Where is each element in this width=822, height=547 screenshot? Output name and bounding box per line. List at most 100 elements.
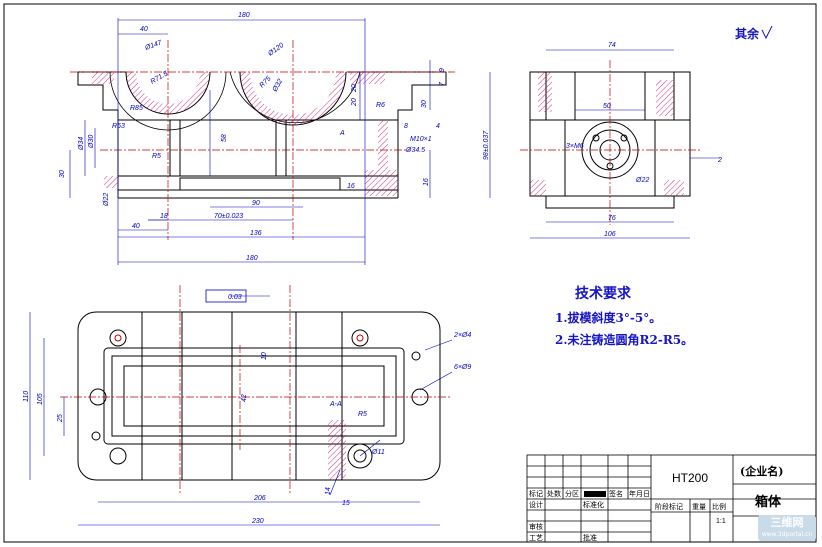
dim-text: 8 (404, 123, 408, 130)
tb-label: 重量 (692, 503, 706, 511)
tb-label: 年月日 (629, 489, 650, 498)
watermark-text: 三维网 (770, 516, 804, 529)
dim-text: 180 (238, 12, 250, 19)
dim-text: 10 (261, 352, 268, 360)
dim-text: 2 (717, 157, 722, 164)
dim-text: 110 (23, 391, 30, 402)
dim-text: 20 (351, 98, 358, 107)
parallelism-frame (205, 289, 247, 303)
side-centerlines (520, 60, 700, 225)
title-block-fill (584, 491, 606, 497)
dim-text: R5 (152, 153, 161, 160)
side-section-hatch (530, 72, 684, 196)
tb-label: 阶段标记 (655, 502, 683, 511)
tb-label: 分区 (565, 489, 579, 498)
drawing-border (3, 3, 817, 543)
dim-text: 206 (253, 495, 266, 502)
dim-text: Ø30 (88, 135, 95, 149)
company-name: (企业名) (740, 464, 783, 478)
side-dimension-lines (530, 49, 720, 239)
top-section-hatch (328, 420, 346, 480)
section-label: A-A (329, 401, 342, 408)
top-view (77, 311, 441, 481)
dim-text: R85 (130, 105, 143, 112)
scale: 1:1 (716, 518, 726, 525)
tb-label: 签名 (609, 489, 623, 498)
roughness-symbol (761, 25, 773, 40)
dim-text: 30 (421, 100, 428, 108)
dim-text: R75 (258, 75, 272, 89)
title-block (526, 454, 817, 543)
dim-text: Ø34.5 (405, 147, 425, 154)
dim-text: Ø32 (271, 78, 284, 94)
dim-text: 180 (246, 255, 258, 262)
dim-text: 0.03 (228, 294, 242, 301)
dim-text: 40 (140, 26, 148, 33)
dim-text: Ø147 (143, 39, 163, 52)
dim-text: 16 (423, 178, 430, 186)
dim-text: 90 (252, 200, 260, 207)
tb-label: 处数 (547, 489, 561, 498)
dim-text: 98±0.037 (483, 130, 490, 160)
front-centerlines (70, 40, 455, 240)
top-centerlines (60, 285, 450, 495)
dim-text: 7 (439, 81, 446, 86)
dim-text: Ø120 (266, 42, 285, 58)
side-dimension-text: 74 50 3×M6 Ø22 76 106 2 (566, 42, 722, 238)
dim-text: 42 (241, 394, 248, 402)
tb-label: 审核 (529, 522, 543, 531)
dim-text: 40 (132, 223, 140, 230)
dim-text: 76 (608, 215, 616, 222)
part-name: 箱体 (755, 494, 782, 510)
watermark-url: www.3dportal.cn (761, 531, 813, 538)
tb-label: 设计 (529, 500, 543, 509)
dim-text: 2×Ø4 (453, 332, 471, 339)
dim-text: 25 (57, 414, 64, 423)
tech-req-item: 1.拔模斜度3°-5°。 (555, 310, 661, 325)
tb-label: 比例 (712, 502, 726, 511)
dim-text: 58 (221, 134, 228, 142)
title-block-text: 标记 处数 分区 签名 年月日 设计 标准化 审核 工艺 批准 阶段标记 重量 … (529, 464, 783, 542)
dim-text: 20 (351, 84, 358, 93)
tb-label: 标记 (529, 489, 543, 498)
dim-text: 9 (439, 68, 446, 72)
watermark: 三维网 www.3dportal.cn (758, 515, 816, 541)
dim-text: 74 (608, 42, 616, 49)
tb-label: 批准 (583, 533, 597, 542)
top-dimension-lines (29, 295, 453, 526)
dim-text: Ø22 (635, 177, 649, 184)
dim-text: M10×1 (410, 136, 432, 143)
tb-label: 标准化 (583, 500, 604, 509)
dim-text: R6 (376, 102, 385, 109)
roughness-note: 其余 (735, 26, 760, 41)
tech-req-item: 2.未注铸造圆角R2-R5。 (555, 332, 693, 347)
dim-text: 3×M6 (566, 143, 584, 150)
dim-text: R5 (358, 411, 367, 418)
dim-text: 106 (604, 231, 616, 238)
dim-text: 50 (603, 103, 611, 110)
dim-text: 105 (37, 393, 44, 405)
dim-text: 70±0.023 (214, 213, 243, 220)
material: HT200 (672, 471, 708, 485)
dim-text: 18 (160, 213, 168, 220)
tb-label: 工艺 (529, 534, 543, 542)
dim-text: 230 (251, 518, 264, 525)
view-marker: A (339, 130, 345, 137)
dim-text: 4 (436, 123, 440, 130)
dim-text: Ø34 (78, 137, 85, 151)
dim-text: 14 (325, 487, 332, 495)
dim-text: 6×Ø9 (454, 364, 471, 371)
tech-req-title: 技术要求 (575, 285, 632, 302)
front-section-hatch (92, 72, 398, 196)
front-dimension-lines (69, 18, 491, 265)
front-dimension-text: 180 40 Ø147 R71.5 R75 Ø32 Ø120 R63 R85 R… (59, 12, 490, 262)
dim-text: 15 (342, 500, 350, 507)
dim-text: 136 (250, 230, 262, 237)
dim-text: 30 (59, 170, 66, 178)
top-dimension-text: 0.03 2×Ø4 6×Ø9 Ø11 R5 42 25 105 110 206 … (23, 294, 471, 525)
dim-text: Ø22 (103, 193, 110, 207)
dim-text: R71.5 (150, 70, 170, 85)
dim-text: 16 (347, 183, 355, 190)
dim-text: R63 (112, 123, 125, 130)
